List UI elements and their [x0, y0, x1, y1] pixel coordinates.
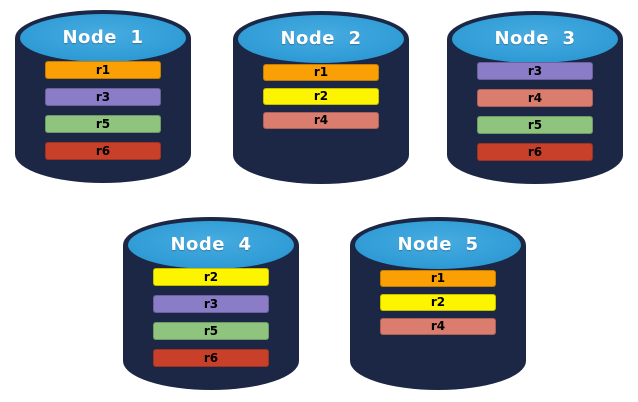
- node-title: Node 1: [62, 27, 144, 48]
- node-cylinder: Node 2 r1 r2 r4: [230, 6, 412, 188]
- replica-bar-r2: r2: [263, 88, 379, 105]
- replica-bar-r4: r4: [477, 89, 593, 107]
- replica-bar-r1: r1: [380, 270, 496, 287]
- replica-bar-r5: r5: [477, 116, 593, 134]
- node-title: Node 3: [494, 28, 576, 49]
- replica-bar-r4: r4: [263, 112, 379, 129]
- node-title: Node 4: [170, 234, 252, 255]
- replica-bar-r5: r5: [153, 322, 269, 340]
- replica-bar-r1: r1: [263, 64, 379, 81]
- replica-bar-r2: r2: [380, 294, 496, 311]
- node-title: Node 2: [280, 28, 362, 49]
- replica-bar-r2: r2: [153, 268, 269, 286]
- node-cylinder: Node 3 r3 r4 r5 r6: [444, 6, 626, 188]
- replica-bar-r6: r6: [153, 349, 269, 367]
- replica-bar-r3: r3: [477, 62, 593, 80]
- replica-bar-r3: r3: [45, 88, 161, 106]
- replica-bar-r3: r3: [153, 295, 269, 313]
- node-title: Node 5: [397, 234, 479, 255]
- replica-bar-r6: r6: [45, 142, 161, 160]
- replica-bar-r5: r5: [45, 115, 161, 133]
- replica-bar-r6: r6: [477, 143, 593, 161]
- replica-bar-r4: r4: [380, 318, 496, 335]
- node-cylinder: Node 4 r2 r3 r5 r6: [120, 212, 302, 394]
- node-cylinder: Node 1 r1 r3 r5 r6: [12, 5, 194, 187]
- node-cylinder: Node 5 r1 r2 r4: [347, 212, 529, 394]
- replica-bar-r1: r1: [45, 61, 161, 79]
